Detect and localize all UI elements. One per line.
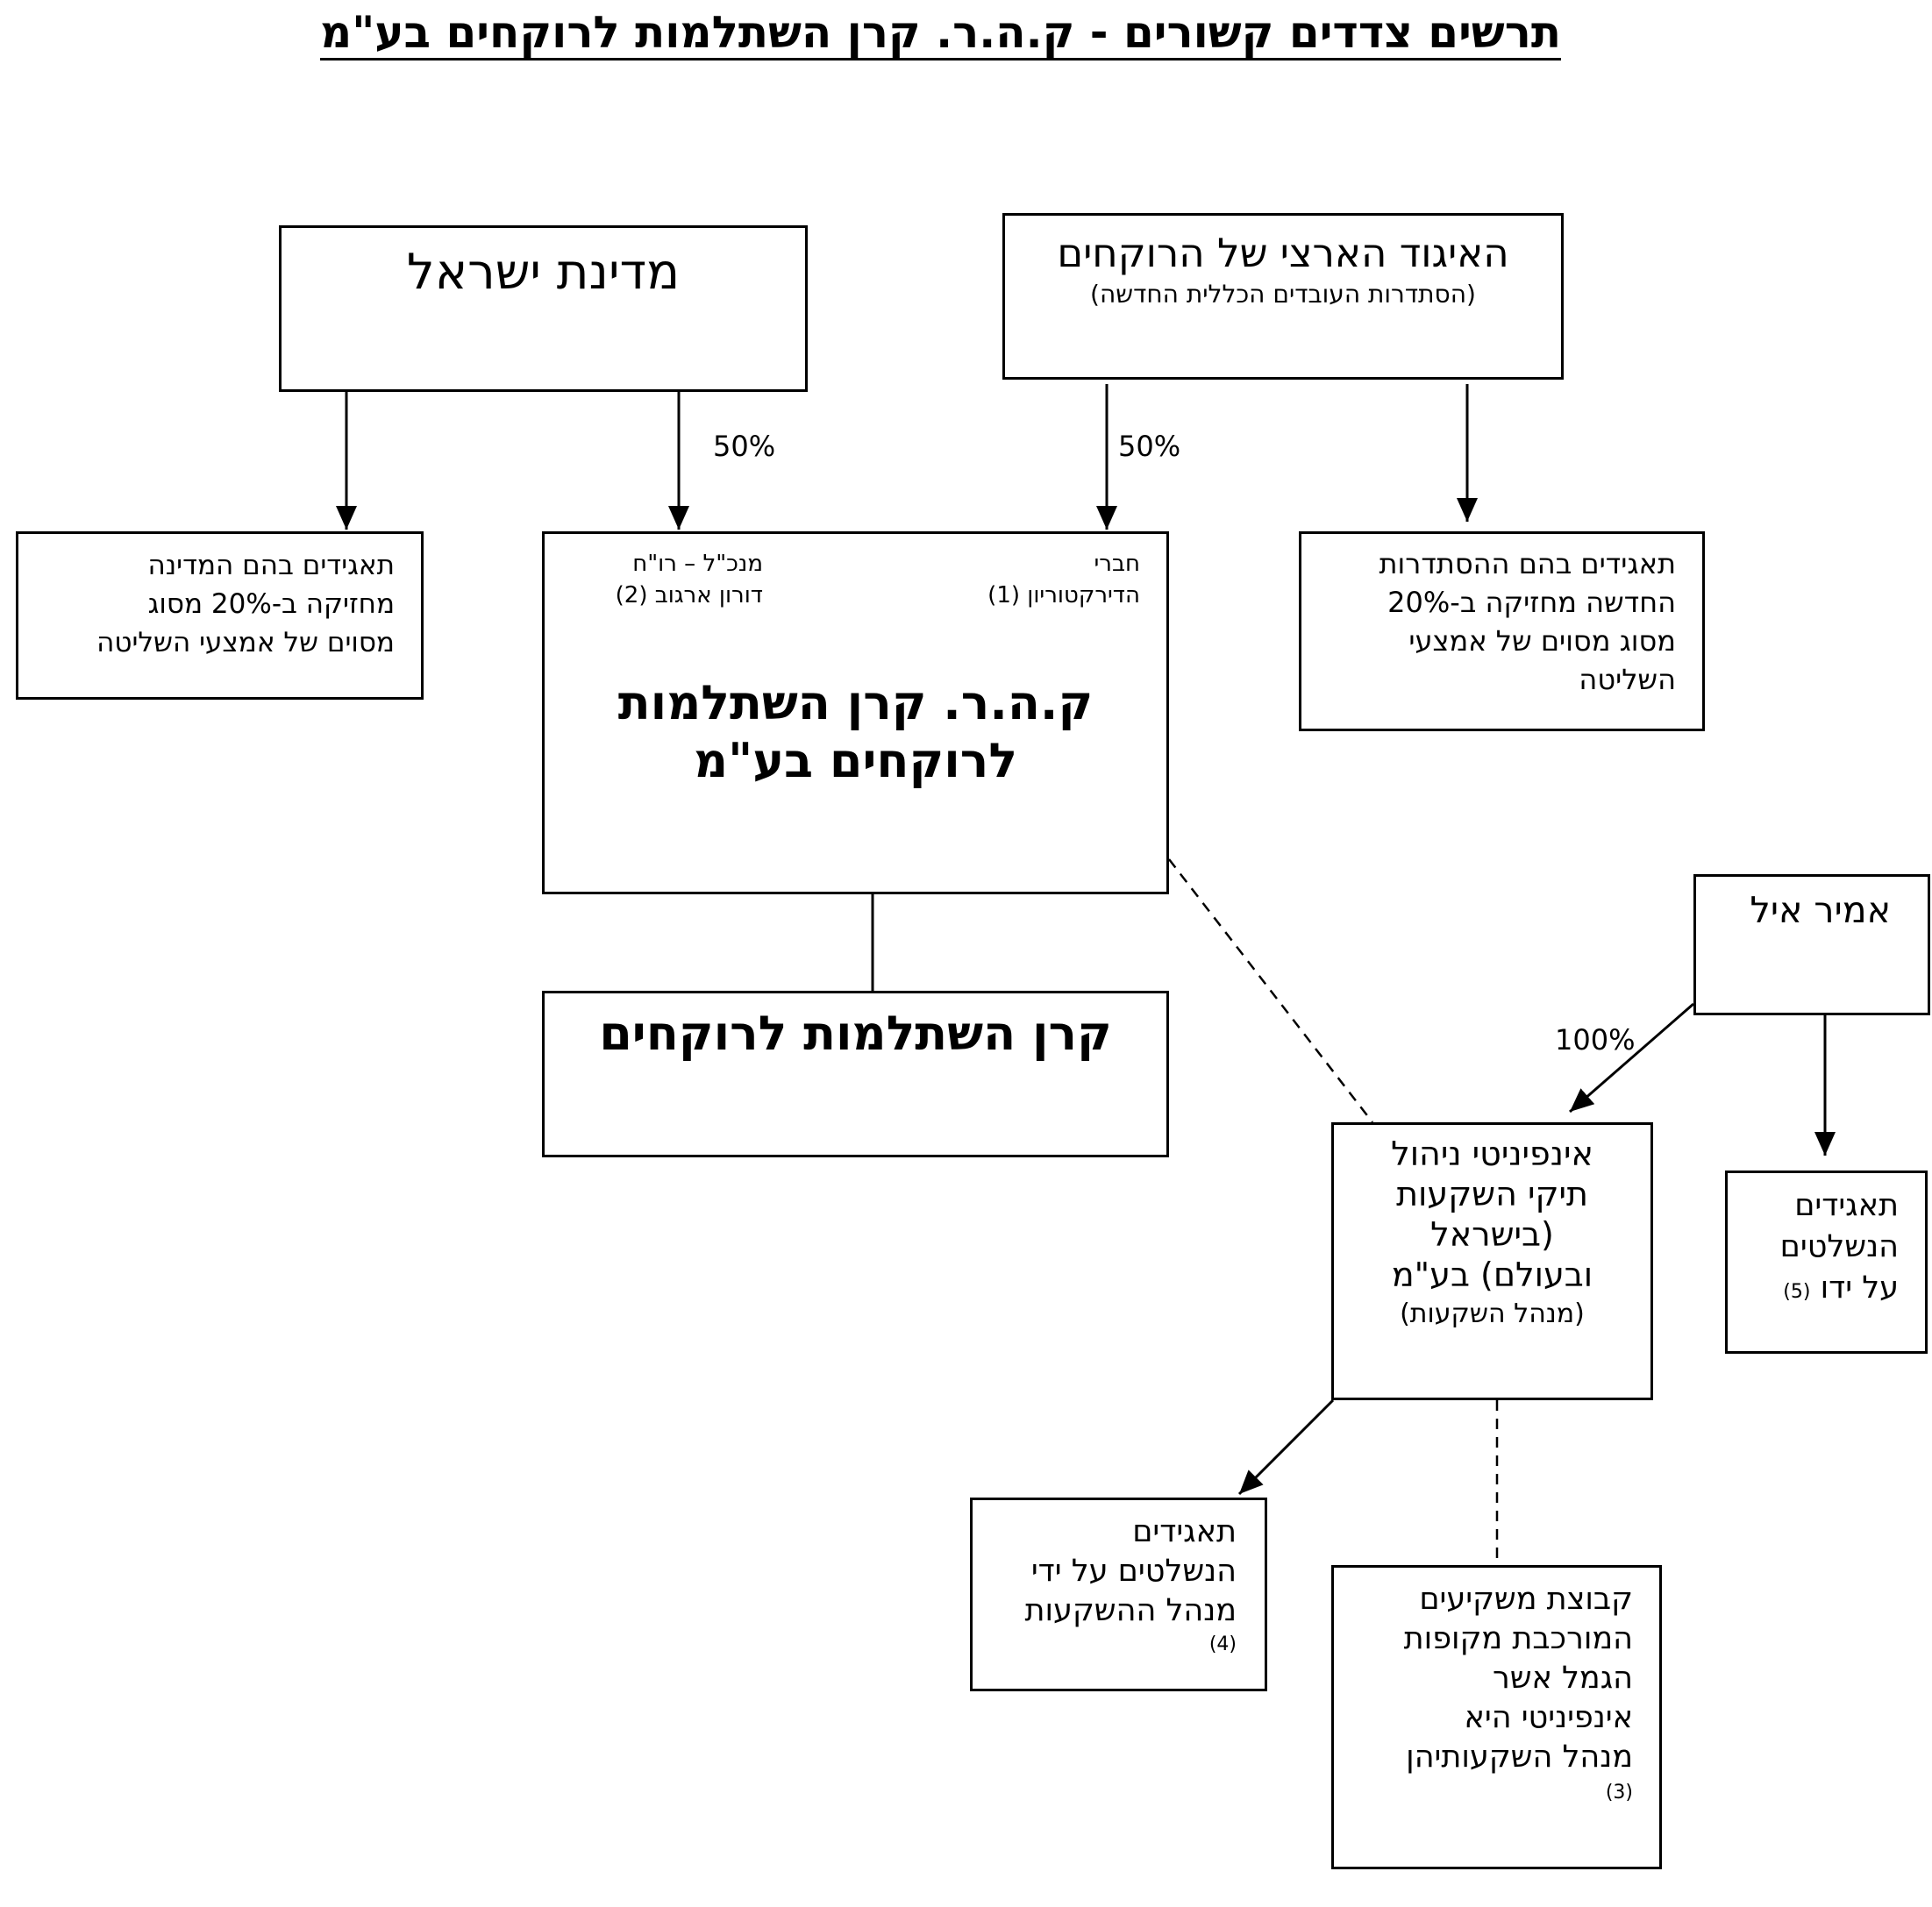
node-histadrut-holdings: תאגידים בהם ההסתדרות החדשה מחזיקה ב-20% … bbox=[1299, 531, 1705, 731]
node-infinity: אינפיניטי ניהול תיקי השקעות (בישראל ובעו… bbox=[1331, 1122, 1653, 1400]
node-amir-label: אמיר איל bbox=[1750, 889, 1891, 931]
node-amir-controlled-text: תאגידים הנשלטים על ידו (5) bbox=[1779, 1188, 1899, 1306]
node-fund: קרן השתלמות לרוקחים bbox=[542, 991, 1169, 1157]
node-israel-label: מדינת ישראל bbox=[406, 244, 681, 301]
node-manager-controlled: תאגידים הנשלטים על ידי מנהל ההשקעות (4) bbox=[970, 1498, 1267, 1691]
node-investors: קבוצת משקיעים המורכבת מקופות הגמל אשר אי… bbox=[1331, 1565, 1662, 1869]
node-infinity-text: אינפיניטי ניהול תיקי השקעות (בישראל ובעו… bbox=[1391, 1135, 1593, 1329]
node-company-ceo: מנכ"ל – רו"ח דורון ארגוב (2) bbox=[615, 551, 763, 608]
node-company-board: חברי הדירקטוריון (1) bbox=[987, 551, 1140, 608]
node-union: האיגוד הארצי של הרוקחים (הסתדרות העובדים… bbox=[1002, 213, 1564, 380]
node-investors-text: קבוצת משקיעים המורכבת מקופות הגמל אשר אי… bbox=[1403, 1582, 1633, 1804]
node-fund-label: קרן השתלמות לרוקחים bbox=[599, 1006, 1112, 1061]
arrow-amir-to-infinity bbox=[1569, 1002, 1694, 1114]
ownership-label-amir: 100% bbox=[1555, 1023, 1636, 1057]
node-amir-controlled: תאגידים הנשלטים על ידו (5) bbox=[1725, 1171, 1928, 1354]
node-company: חברי הדירקטוריון (1) מנכ"ל – רו"ח דורון … bbox=[542, 531, 1169, 894]
node-amir: אמיר איל bbox=[1693, 874, 1930, 1015]
ownership-label-israel: 50% bbox=[713, 430, 776, 463]
page-title: תרשים צדדים קשורים - ק.ה.ר. קרן השתלמות … bbox=[320, 7, 1561, 58]
dashed-company-to-infinity bbox=[1168, 858, 1373, 1123]
node-union-label: האיגוד הארצי של הרוקחים bbox=[1057, 230, 1509, 276]
node-israel: מדינת ישראל bbox=[279, 225, 808, 392]
node-manager-controlled-text: תאגידים הנשלטים על ידי מנהל ההשקעות (4) bbox=[1024, 1514, 1237, 1655]
node-company-name: ק.ה.ר. קרן השתלמות לרוקחים בע"מ bbox=[617, 675, 1094, 788]
ownership-label-union: 50% bbox=[1118, 430, 1181, 463]
node-union-sub: (הסתדרות העובדים הכללית החדשה) bbox=[1090, 280, 1476, 309]
arrow-infinity-to-controlled bbox=[1237, 1398, 1335, 1496]
node-histadrut-holdings-text: תאגידים בהם ההסתדרות החדשה מחזיקה ב-20% … bbox=[1379, 547, 1677, 696]
node-state-holdings: תאגידים בהם המדינה מחזיקה ב-20% מסוג מסו… bbox=[16, 531, 424, 700]
node-state-holdings-text: תאגידים בהם המדינה מחזיקה ב-20% מסוג מסו… bbox=[96, 550, 395, 658]
